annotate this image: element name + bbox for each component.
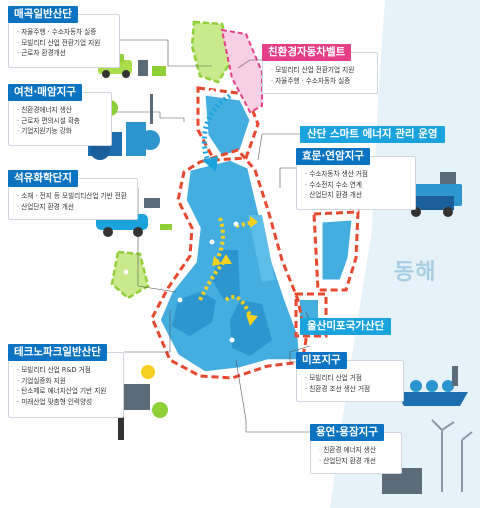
location-dots	[123, 89, 239, 343]
green-zones	[110, 20, 234, 300]
national-complex-tag: 울산미포국가산단	[300, 318, 392, 335]
district-yeocheon: 여천·매암지구 친환경에너지 생산 근로자 편의시설 확충 기업지원기능 강화	[8, 84, 112, 146]
district-technopark-list: 모빌리티 산업 R&D 거점 기업실증화 지원 탄소제로 에너지산업 기반 지원…	[9, 353, 123, 407]
list-item: 탄소제로 에너지산업 기반 지원	[17, 386, 123, 397]
list-item: 근로자 편의시설 확충	[17, 116, 111, 127]
district-hyomun-title: 효문·연암지구	[296, 148, 370, 165]
district-hyomun: 효문·연암지구 수소자동차 생산 거점 수소전지 수소 연계 산업단지 환경 개…	[296, 148, 416, 210]
connector-lines	[112, 39, 318, 433]
district-yongyeon-title: 용연·용잠지구	[310, 424, 384, 441]
district-mipo-list: 모빌리티 산업 거점 친환경 조선 생산 거점	[297, 361, 403, 394]
district-mipo: 미포지구 모빌리티 산업 거점 친환경 조선 생산 거점	[296, 352, 404, 402]
district-yongyeon-list: 친환경 에너지 생산 산업단지 환경 개선	[311, 433, 401, 466]
list-item: 모빌리티 산업 전환기업 지원	[17, 38, 119, 49]
main-complex-area	[159, 94, 301, 373]
list-item: 친환경 조선 생산 거점	[305, 384, 403, 395]
district-mipo-title: 미포지구	[296, 352, 347, 369]
list-item: 자율주행 · 수소자동차 실증	[271, 76, 377, 87]
district-yeocheon-list: 친환경에너지 생산 근로자 편의시설 확충 기업지원기능 강화	[9, 93, 111, 137]
ship-illustration-mipo	[396, 366, 468, 406]
belt-arrowhead	[202, 156, 218, 172]
district-eco-belt-list: 모빌리티 산업 전환기업 지원 자율주행 · 수소자동차 실증	[263, 53, 377, 86]
list-item: 자율주행 · 수소자동차 실증	[17, 27, 119, 38]
district-eco-belt-title: 친환경자동차벨트	[262, 44, 352, 61]
district-yeocheon-title: 여천·매암지구	[8, 84, 82, 101]
list-item: 미래산업 맞춤형 인력양성	[17, 397, 123, 408]
district-maegok-title: 매곡일반산단	[8, 6, 78, 23]
list-item: 산업단지 환경 개선	[319, 456, 401, 467]
complex-block-1	[172, 292, 216, 336]
district-hyomun-list: 수소자동차 생산 거점 수소전지 수소 연계 산업단지 환경 개선	[297, 157, 415, 201]
district-petro-list: 소재 · 전지 등 모빌리티산업 기반 전환 산업단지 환경 개선	[9, 179, 137, 212]
district-maegok: 매곡일반산단 자율주행 · 수소자동차 실증 모빌리티 산업 전환기업 지원 근…	[8, 6, 120, 68]
district-eco-belt: 친환경자동차벨트 모빌리티 산업 전환기업 지원 자율주행 · 수소자동차 실증	[262, 44, 378, 94]
list-item: 수소전지 수소 연계	[305, 180, 415, 191]
complex-block-north	[204, 94, 251, 157]
list-item: 근로자 환경개선	[17, 48, 119, 59]
list-item: 기업실증화 지원	[17, 376, 123, 387]
list-item: 기업지원기능 강화	[17, 126, 111, 137]
list-item: 소재 · 전지 등 모빌리티산업 기반 전환	[17, 191, 137, 202]
sea-label: 동해	[394, 260, 437, 285]
list-item: 친환경 에너지 생산	[319, 445, 401, 456]
list-item: 모빌리티 산업 전환기업 지원	[271, 65, 377, 76]
smart-energy-tag: 산단 스마트 에너지 관리 운영	[300, 126, 445, 143]
eco-belt-zone	[220, 28, 263, 114]
belt-arrow	[201, 93, 232, 168]
complex-block-3	[230, 300, 272, 356]
list-item: 친환경에너지 생산	[17, 105, 111, 116]
flow-arrowheads	[212, 216, 258, 326]
mipo-strip	[321, 219, 353, 281]
district-petro-title: 석유화학단지	[8, 170, 78, 187]
district-petro: 석유화학단지 소재 · 전지 등 모빌리티산업 기반 전환 산업단지 환경 개선	[8, 170, 138, 220]
complex-block-4	[248, 215, 275, 282]
list-item: 모빌리티 산업 R&D 거점	[17, 365, 123, 376]
list-item: 산업단지 환경 개선	[17, 202, 137, 213]
list-item: 모빌리티 산업 거점	[305, 373, 403, 384]
district-technopark-title: 테크노파크일반산단	[8, 344, 107, 361]
district-technopark: 테크노파크일반산단 모빌리티 산업 R&D 거점 기업실증화 지원 탄소제로 에…	[8, 344, 124, 418]
district-yongyeon: 용연·용잠지구 친환경 에너지 생산 산업단지 환경 개선	[310, 424, 402, 474]
list-item: 산업단지 환경 개선	[305, 190, 415, 201]
list-item: 수소자동차 생산 거점	[305, 169, 415, 180]
district-maegok-list: 자율주행 · 수소자동차 실증 모빌리티 산업 전환기업 지원 근로자 환경개선	[9, 15, 119, 59]
